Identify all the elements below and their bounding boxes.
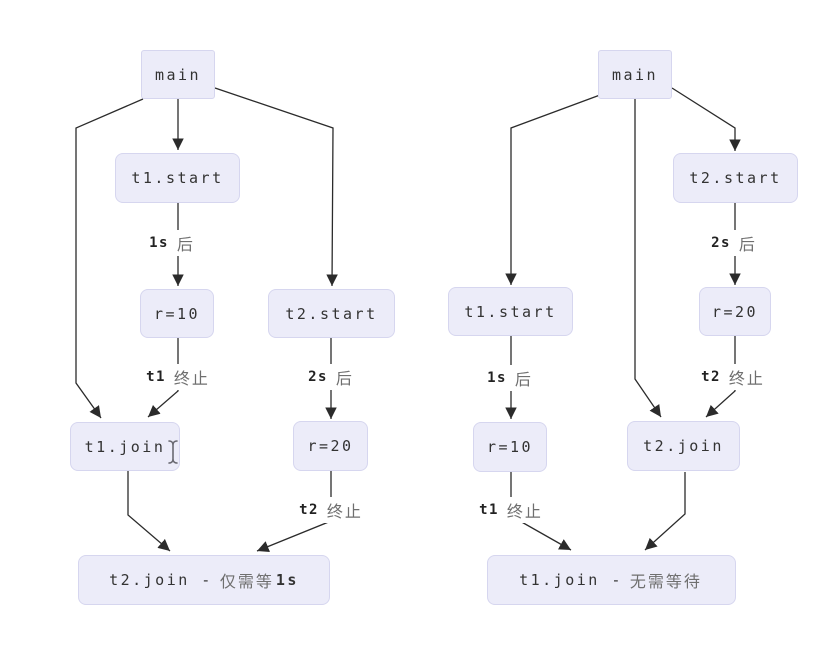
node-label-code: t1.join - (519, 571, 623, 589)
node-t1-start: t1.start (115, 153, 240, 203)
text-ibeam-cursor-icon (168, 440, 178, 464)
edge-label-after-1s: 1s 后 (483, 365, 537, 391)
node-label: t2.start (285, 304, 378, 323)
edge-r-main-t1start (505, 94, 601, 285)
node-t1-join: t1.join (70, 422, 180, 471)
edge-label-t1-end: t1 终止 (142, 364, 214, 390)
node-t1-join-result: t1.join - 无需等待 (487, 555, 736, 605)
node-label: r=10 (153, 304, 201, 323)
node-label: t1.join (84, 437, 166, 456)
node-label: t2.join (643, 437, 724, 455)
node-label: main (611, 65, 659, 84)
node-label-code: t2.join - (109, 571, 213, 589)
node-r10: r=10 (140, 289, 214, 338)
node-r20: r=20 (699, 287, 771, 336)
node-label: main (154, 65, 202, 84)
node-t2-start: t2.start (673, 153, 798, 203)
node-r20: r=20 (293, 421, 368, 471)
node-label-code2: 1s (275, 571, 299, 589)
node-label: t1.start (131, 169, 224, 187)
edge-label-after-1s: 1s 后 (145, 230, 199, 256)
edge-label-t1-end: t1 终止 (475, 497, 547, 523)
node-main: main (141, 50, 215, 99)
edge-l-main-t2start (214, 87, 338, 287)
edge-l-r10-t1join (147, 338, 179, 418)
node-label: r=20 (711, 302, 759, 321)
node-label-cjk: 仅需等 (219, 572, 274, 591)
node-r10: r=10 (473, 422, 547, 472)
node-t2-join-result: t2.join - 仅需等 1s (78, 555, 330, 605)
edge-r-r20-t2join (705, 336, 736, 418)
node-t2-join: t2.join (627, 421, 740, 471)
node-t2-start: t2.start (268, 289, 395, 338)
edge-label-t2-end: t2 终止 (697, 364, 769, 390)
node-t1-start: t1.start (448, 287, 573, 336)
node-label: t1.start (464, 302, 557, 321)
node-label: t2.start (689, 169, 782, 187)
edge-l-main-t1join (75, 98, 144, 419)
edge-l-t1join-result (127, 471, 171, 552)
edge-r-t2join-result (644, 472, 686, 551)
edge-r-main-t2join (634, 99, 662, 418)
edge-r-main-t2start (671, 87, 741, 151)
edge-label-t2-end: t2 终止 (295, 497, 367, 523)
edge-label-after-2s: 2s 后 (707, 230, 761, 256)
node-label: r=10 (486, 438, 534, 456)
node-label: r=20 (307, 437, 354, 455)
edge-label-after-2s: 2s 后 (304, 364, 358, 390)
node-label-cjk: 无需等待 (629, 572, 702, 591)
node-main: main (598, 50, 672, 99)
